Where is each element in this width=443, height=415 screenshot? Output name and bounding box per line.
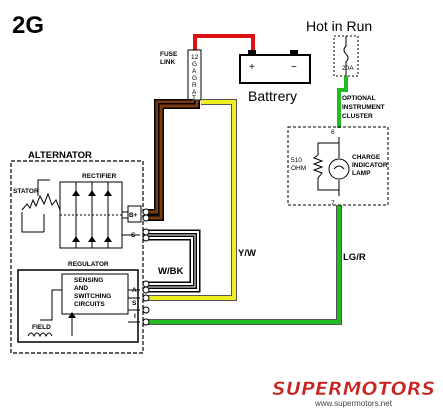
- terminal-a-stud-2: [142, 280, 150, 288]
- rectifier-label: RECTIFIER: [82, 173, 117, 180]
- lgr-green-wire-top: [337, 76, 348, 128]
- terminal-s-reg-stud: [142, 294, 150, 302]
- diode-icon-4: [72, 236, 80, 242]
- terminal-s-stud-2: [142, 234, 150, 242]
- wire-label-lgr: LG/R: [343, 252, 366, 263]
- diode-icon-1: [72, 190, 80, 196]
- regulator-box: [17, 269, 139, 343]
- terminal-bplus-label: B+: [129, 212, 138, 219]
- battery-minus-label: −: [291, 62, 297, 73]
- cluster-pin-6: 6: [331, 129, 335, 136]
- optional-cluster-label: OPTIONAL INSTRUMENT CLUSTER: [342, 95, 386, 120]
- diode-icon-6: [104, 236, 112, 242]
- watermark-url: www.supermotors.net: [314, 399, 393, 408]
- terminal-bplus-stud-2: [142, 214, 150, 222]
- wire-label-wbk: W/BK: [158, 266, 183, 277]
- regulator-transistor: [68, 312, 76, 318]
- lamp-label: CHARGE INDICATOR LAMP: [352, 154, 389, 177]
- fuse-link-line-2: LINK: [160, 59, 175, 66]
- sensing-circuits-box: [61, 273, 129, 315]
- regulator-label: REGULATOR: [68, 261, 109, 268]
- diode-icon-5: [88, 236, 96, 242]
- instrument-cluster: 6 7 510 OHM CHARGE INDICATOR LAMP: [287, 126, 389, 207]
- terminal-a-stud: [142, 286, 150, 294]
- b-plus-brown-wire-2-core: [148, 100, 199, 220]
- field-label: FIELD: [32, 324, 51, 331]
- cluster-pin-7: 7: [331, 200, 335, 207]
- diagram-title: 2G: [12, 12, 44, 39]
- fuse-link-label: FUSE LINK: [160, 51, 179, 66]
- optional-cluster-line-3: CLUSTER: [342, 113, 373, 120]
- wire-label-yw: Y/W: [238, 248, 256, 259]
- battery-plus-label: +: [249, 62, 255, 73]
- resistor-510-ohm: [312, 154, 324, 179]
- terminal-s-reg-label: S: [132, 300, 137, 307]
- diode-icon-2: [88, 190, 96, 196]
- fuse-rating-label: 20A: [342, 65, 354, 72]
- field-coil: [27, 332, 53, 338]
- fuse-link-line-1: FUSE: [160, 51, 178, 58]
- battery-label: Battrery: [248, 88, 297, 104]
- lgr-green-wire-bottom-core: [148, 205, 341, 324]
- stator-label: STATOR: [13, 188, 39, 195]
- hot-in-run-label: Hot in Run: [306, 18, 372, 34]
- wbk-wire-outer-2: [148, 235, 195, 287]
- diode-icon-3: [104, 190, 112, 196]
- terminal-s-stud-1: [142, 228, 150, 236]
- lgr-green-wire-bottom: [148, 205, 342, 325]
- terminal-i-stud: [142, 318, 150, 326]
- stator-winding: [21, 192, 61, 211]
- optional-cluster-line-2: INSTRUMENT: [342, 104, 385, 111]
- wbk-wire-inner: [148, 231, 199, 291]
- terminal-s-reg-stud-2: [142, 306, 150, 314]
- yw-yellow-wire-core: [148, 100, 236, 300]
- watermark-brand: SUPERMOTORS: [272, 378, 435, 400]
- optional-cluster-line-1: OPTIONAL: [342, 95, 376, 102]
- terminal-i-label: I: [134, 313, 136, 320]
- alternator-label: ALTERNATOR: [28, 150, 92, 161]
- fuse-20a: 20A: [333, 35, 359, 77]
- b-plus-brown-wire: [148, 99, 196, 215]
- sensing-label: SENSING AND SWITCHING CIRCUITS: [74, 277, 113, 308]
- battery: + −: [239, 50, 311, 84]
- terminal-s-top-label: S: [131, 232, 136, 239]
- terminal-a-label: A: [132, 287, 137, 294]
- alternator: STATOR RECTIFIER B+ S REGULATOR SENSING: [10, 160, 150, 354]
- wbk-wire-inner-2: [148, 237, 193, 285]
- fuse-link: 12 G A G R A T: [187, 49, 202, 102]
- resistor-label: 510 OHM: [291, 157, 306, 172]
- supermotors-watermark: SUPERMOTORS www.supermotors.net: [272, 378, 436, 408]
- battery-positive-red-wire: [193, 34, 255, 55]
- fuse-link-gauge-label: 12 G A G R A T: [191, 54, 200, 102]
- b-plus-brown-wire-core: [148, 100, 195, 214]
- terminal-bplus-stud-1: [142, 208, 150, 216]
- charge-indicator-lamp-icon: [328, 158, 350, 180]
